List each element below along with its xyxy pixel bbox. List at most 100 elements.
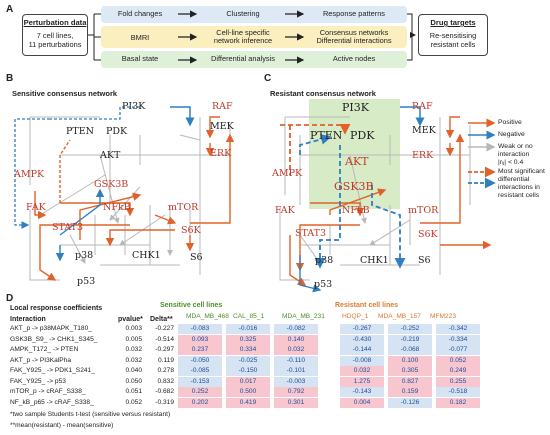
c-node-ampk: AMPK — [272, 168, 303, 179]
coefficient-cell: -0.082 — [274, 324, 318, 334]
sensitive-header: Sensitive cell lines — [160, 302, 223, 309]
coefficient-cell: -0.153 — [178, 376, 222, 387]
b-node-pi3k: PI3K — [122, 101, 146, 112]
coefficient-cell: 0.249 — [436, 366, 480, 376]
coefficient-cell: 0.792 — [274, 387, 318, 397]
coefficient-cell: -0.085 — [178, 366, 222, 376]
row-delta: 0.119 — [157, 356, 174, 364]
coefficient-cell: 0.032 — [340, 366, 384, 376]
method-basal-state: Basal state — [121, 54, 159, 63]
col-cell-line-2: CAL_85_1 — [233, 313, 265, 320]
band-bmri — [101, 26, 407, 48]
col-pvalue: pvalue* — [118, 316, 143, 323]
legend-positive: Positive — [498, 119, 522, 126]
row-delta: 0.278 — [157, 367, 174, 374]
coefficient-cell: -0.518 — [436, 387, 480, 397]
b-node-raf: RAF — [212, 101, 233, 112]
row-delta: -0.682 — [155, 388, 174, 395]
b-node-p53: p53 — [77, 276, 96, 287]
coefficient-cell: -0.342 — [436, 324, 480, 334]
coefficient-cell: -0.016 — [226, 324, 270, 334]
row-interaction: mTOR_p -> cRAF_S338_ — [10, 388, 86, 395]
resistant-header: Resistant cell lines — [335, 302, 399, 309]
coefficient-cell: -0.050 — [178, 355, 222, 366]
legend-sig-3: interactions in — [498, 184, 540, 191]
coefficient-cell: -0.068 — [388, 345, 432, 355]
b-node-akt: AKT — [100, 150, 121, 161]
c-node-akt: AKT — [345, 155, 369, 168]
coefficient-cell: 0.827 — [388, 376, 432, 387]
col-cell-line-6: MFM223 — [430, 313, 457, 320]
coefficient-cell: -0.110 — [274, 355, 318, 366]
footnote-2: **mean(resistant) - mean(sensitive) — [10, 422, 114, 429]
coefficient-cell: 0.093 — [178, 334, 222, 345]
result-active-nodes: Active nodes — [332, 54, 376, 63]
panel-a-letter: A — [6, 4, 14, 15]
b-node-chk1: CHK1 — [132, 250, 161, 261]
legend-weak-2: interaction — [498, 151, 530, 158]
coefficient-cell: -0.126 — [388, 397, 432, 408]
row-pvalue: 0.032 — [125, 346, 142, 353]
step-cell-line-specific: Cell-line specific — [216, 28, 270, 37]
row-interaction: AKT_p -> p38MAPK_T180_ — [10, 325, 92, 332]
perturbation-line1: 7 cell lines, — [36, 31, 74, 40]
b-node-ampk: AMPK — [14, 169, 45, 180]
row-pvalue: 0.003 — [125, 325, 142, 332]
result-response-patterns: Response patterns — [322, 9, 386, 18]
c-node-nfkb: NFkB — [342, 205, 370, 216]
coefficient-cell: -0.143 — [340, 387, 384, 397]
drug-targets-box: Drug targets Re-sensitising resistant ce… — [418, 14, 488, 56]
col-cell-line-4: HDQP_1 — [342, 313, 369, 320]
row-interaction: NF_kB_p65 -> cRAF_S338_ — [10, 398, 94, 406]
drug-line2: resistant cells — [430, 40, 476, 49]
coefficient-cell: -0.008 — [340, 355, 384, 366]
coefficient-cell: -0.430 — [340, 334, 384, 345]
row-pvalue: 0.032 — [125, 356, 142, 364]
coefficient-cell: -0.334 — [436, 334, 480, 345]
row-delta: -0.514 — [155, 335, 174, 343]
c-node-mtor: mTOR — [408, 205, 439, 216]
c-node-stat3: STAT3 — [295, 228, 327, 239]
drug-line1: Re-sensitising — [429, 31, 477, 40]
coefficient-cell: 0.334 — [226, 345, 270, 355]
b-node-s6: S6 — [190, 252, 203, 263]
c-node-p38: p38 — [315, 255, 334, 266]
legend-sig-2: differential — [498, 176, 530, 183]
coefficient-cell: 0.252 — [178, 387, 222, 397]
row-pvalue: 0.005 — [125, 335, 142, 343]
footnote-1: *two sample Students t-test (sensitive v… — [10, 411, 171, 418]
row-pvalue: 0.050 — [125, 377, 142, 385]
coefficient-cell: 0.140 — [274, 334, 318, 345]
b-node-pten: PTEN — [66, 126, 94, 137]
col-cell-line-3: MDA_MB_231 — [282, 313, 325, 320]
band-fold-changes — [101, 6, 407, 23]
panel-b-title: Sensitive consensus network — [12, 89, 118, 98]
coefficient-cell: 0.004 — [340, 397, 384, 408]
b-node-stat3: STAT3 — [52, 222, 84, 233]
b-node-mek: MEK — [210, 121, 234, 132]
perturbation-title: Perturbation data — [23, 18, 87, 27]
c-node-fak: FAK — [275, 205, 295, 216]
coefficient-cell: -0.252 — [388, 324, 432, 334]
coefficient-cell: 0.237 — [178, 345, 222, 355]
legend-sig-1: Most significant — [498, 168, 545, 175]
col-interaction: Interaction — [10, 316, 46, 323]
result-differential-interactions: Differential interactions — [316, 36, 392, 45]
coefficient-cell: -0.144 — [340, 345, 384, 355]
coefficient-cell: 0.032 — [274, 345, 318, 355]
b-node-nfkb: NFkB — [103, 202, 131, 213]
b-node-fak: FAK — [26, 202, 46, 213]
lrc-table: AKT_p -> p38MAPK_T180_0.003-0.227-0.083-… — [0, 324, 550, 410]
c-node-pten: PTEN — [310, 129, 343, 142]
legend-negative: Negative — [498, 131, 525, 138]
col-cell-line-1: MDA_MB_468 — [186, 313, 229, 320]
row-delta: -0.297 — [155, 346, 174, 353]
panel-d-letter: D — [6, 293, 14, 304]
row-interaction: FAK_Y925_ -> PDK1_S241_ — [10, 367, 95, 374]
row-delta: -0.319 — [155, 398, 174, 406]
coefficient-cell: 0.305 — [388, 366, 432, 376]
method-bmri: BMRI — [130, 33, 150, 42]
